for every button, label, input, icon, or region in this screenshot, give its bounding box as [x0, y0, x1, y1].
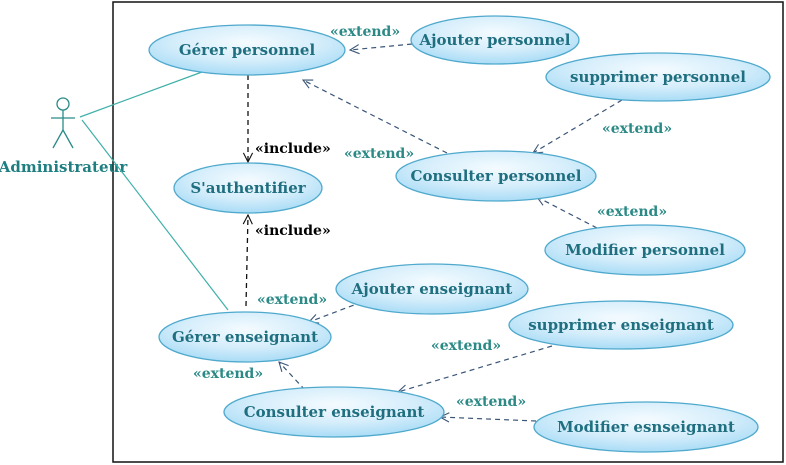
extend-label-consulter-personnel: «extend»: [344, 146, 414, 162]
actor-leg-right: [62, 129, 74, 149]
use-case-ajouter-enseignant: Ajouter enseignant: [335, 263, 529, 315]
extend-label-consulter-enseignant: «extend»: [193, 366, 263, 382]
use-case-modifier-personnel: Modifier personnel: [544, 224, 746, 276]
system-boundary: [112, 1, 784, 463]
extend-label-ajouter-personnel: «extend»: [330, 24, 400, 40]
include-line-enseignant: [246, 215, 248, 307]
include-label-personnel: «include»: [255, 141, 331, 157]
extend-line-modifier-personnel: [537, 197, 598, 229]
extend-line-ajouter-enseignant: [309, 301, 363, 322]
extend-label-ajouter-enseignant: «extend»: [257, 292, 327, 308]
use-case-label: Gérer personnel: [179, 41, 316, 59]
extend-line-consulter-enseignant: [279, 362, 306, 391]
actor-leg-left: [52, 129, 64, 149]
use-case-label: supprimer enseignant: [528, 316, 714, 334]
use-case-label: Modifier personnel: [565, 241, 725, 259]
actor-head: [56, 97, 70, 111]
use-case-label: Gérer enseignant: [172, 328, 318, 346]
use-case-label: Modifier esnseignant: [557, 418, 735, 436]
use-case-gerer-enseignant: Gérer enseignant: [158, 311, 332, 363]
use-case-label: S'authentifier: [190, 179, 306, 197]
use-case-label: Consulter personnel: [411, 167, 582, 185]
extend-line-ajouter-personnel: [350, 43, 413, 50]
use-case-modifier-enseignant: Modifier esnseignant: [533, 401, 759, 453]
use-case-ajouter-personnel: Ajouter personnel: [410, 15, 580, 65]
use-case-authentifier: S'authentifier: [173, 162, 323, 214]
actor-administrateur: Administrateur: [0, 97, 128, 176]
extend-label-modifier-enseignant: «extend»: [456, 394, 526, 410]
use-case-supprimer-enseignant: supprimer enseignant: [508, 300, 734, 350]
extend-line-modifier-enseignant: [440, 417, 537, 421]
actor-label: Administrateur: [0, 158, 128, 176]
use-case-label: supprimer personnel: [570, 68, 746, 86]
include-label-enseignant: «include»: [255, 223, 331, 239]
use-case-label: Ajouter personnel: [418, 31, 570, 49]
extend-label-modifier-personnel: «extend»: [597, 204, 667, 220]
association-gerer-enseignant: [81, 119, 229, 311]
use-case-consulter-enseignant: Consulter enseignant: [223, 386, 445, 438]
use-case-consulter-personnel: Consulter personnel: [395, 150, 597, 202]
extend-label-supprimer-enseignant: «extend»: [431, 338, 501, 354]
use-case-gerer-personnel: Gérer personnel: [148, 24, 346, 76]
use-case-label: Ajouter enseignant: [351, 280, 513, 298]
use-case-label: Consulter enseignant: [244, 403, 425, 421]
association-gerer-personnel: [79, 71, 203, 118]
extend-label-supprimer-personnel: «extend»: [602, 121, 672, 137]
use-case-supprimer-personnel: supprimer personnel: [545, 52, 771, 102]
